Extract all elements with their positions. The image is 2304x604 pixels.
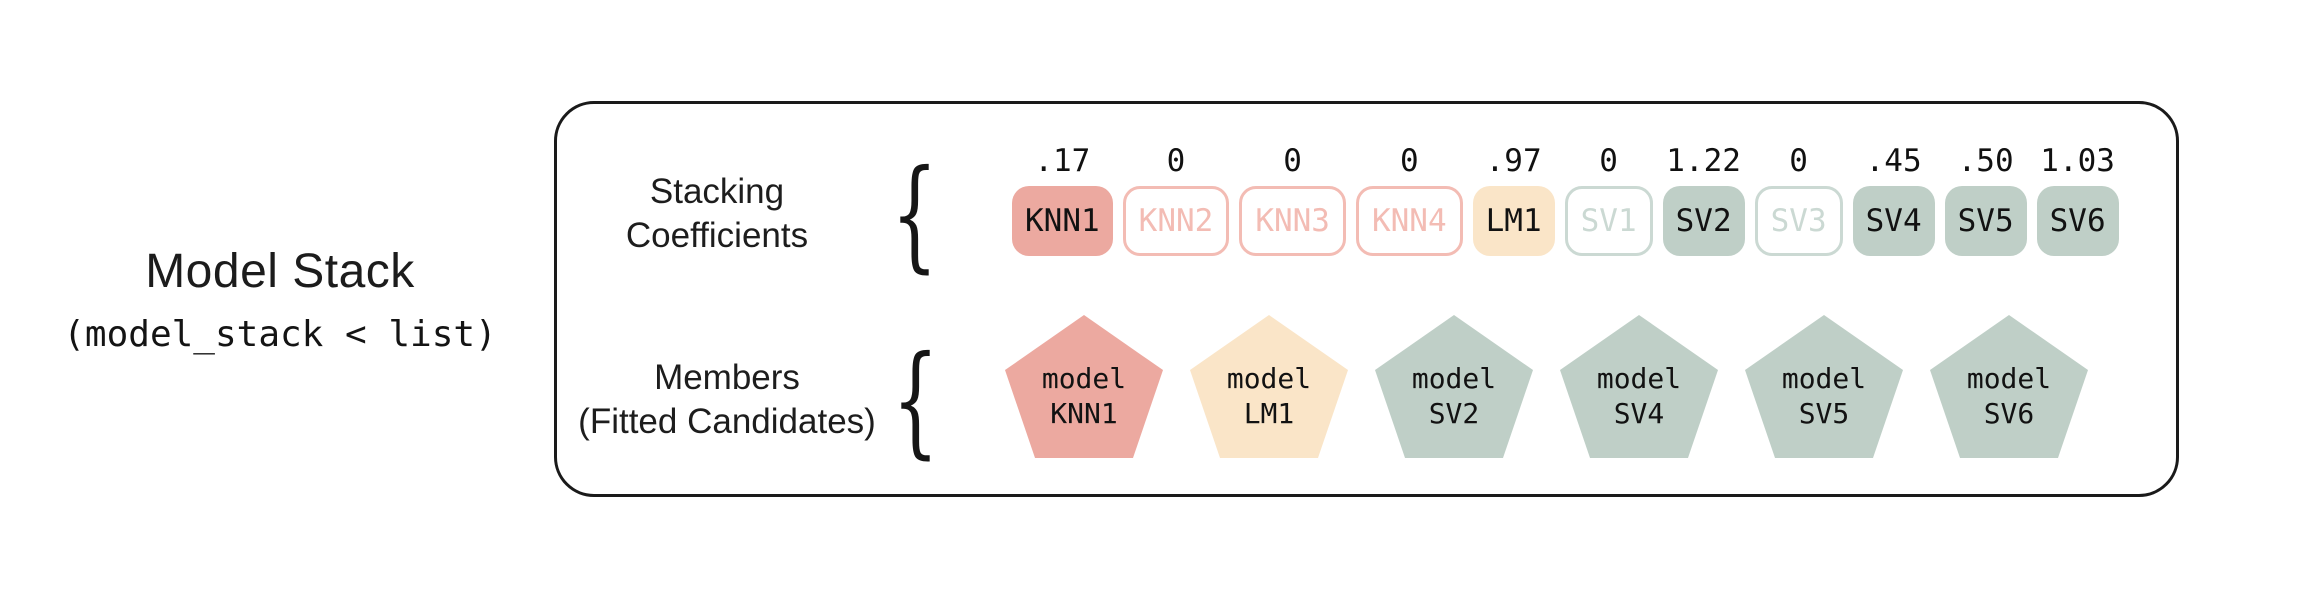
members-brace: { <box>892 331 939 472</box>
member-pentagon-id: SV5 <box>1798 396 1850 430</box>
candidate-chip-lm1: LM1 <box>1472 186 1555 256</box>
stacking-coefficient-value: 1.22 <box>1666 143 1741 179</box>
member-pentagon-word: model <box>1596 361 1682 395</box>
member-pentagon-id: KNN1 <box>1050 396 1118 430</box>
member-pentagon-word: model <box>1226 361 1312 395</box>
candidate-chip-knn3: KNN3 <box>1239 186 1346 256</box>
stacking-coefficient-value: 1.03 <box>2040 143 2115 179</box>
coefficients-brace: { <box>891 145 938 286</box>
members-label: Members (Fitted Candidates) <box>557 356 897 444</box>
stacking-coefficient-value: .97 <box>1485 143 1542 179</box>
stacking-coefficient-value: 0 <box>1789 143 1808 179</box>
candidate-chip-knn1: KNN1 <box>1012 186 1113 256</box>
candidate-chip-knn4: KNN4 <box>1355 186 1463 256</box>
candidate-chip-sv4: SV4 <box>1852 186 1935 256</box>
member-pentagon-word: model <box>1781 361 1867 395</box>
stacking-coefficients-label: Stacking Coefficients <box>547 170 887 258</box>
candidate-chip-sv2: SV2 <box>1662 186 1745 256</box>
candidate-chip-sv5: SV5 <box>1944 186 2027 256</box>
stacking-coefficient-value: 0 <box>1283 143 1302 179</box>
member-pentagon-id: SV4 <box>1613 396 1665 430</box>
members-label-line2: (Fitted Candidates) <box>578 402 876 441</box>
stacking-coefficient-value: .45 <box>1865 143 1922 179</box>
candidate-chip-sv6: SV6 <box>2036 186 2119 256</box>
member-pentagon-id: LM1 <box>1243 396 1295 430</box>
candidate-chip-knn2: KNN2 <box>1122 186 1230 256</box>
stacking-coefficient-value: 0 <box>1166 143 1186 179</box>
caption-code-annotation: (model_stack < list) <box>63 314 497 355</box>
stacking-coefficients-label-line2: Coefficients <box>625 216 809 255</box>
stacking-coefficient-value: .17 <box>1034 143 1091 179</box>
diagram-caption: Model Stack (model_stack < list) <box>40 246 520 356</box>
stacking-coefficients-label-line1: Stacking <box>649 172 785 211</box>
member-pentagon-id: SV6 <box>1983 396 2035 430</box>
member-pentagon-word: model <box>1411 361 1497 395</box>
member-pentagon-word: model <box>1041 361 1127 395</box>
stacking-coefficient-value: .50 <box>1957 143 2014 179</box>
stacking-coefficient-value: 0 <box>1599 143 1618 179</box>
candidate-chip-sv3: SV3 <box>1754 186 1843 256</box>
member-pentagon-id: SV2 <box>1428 396 1480 430</box>
members-label-line1: Members <box>654 358 800 397</box>
caption-title: Model Stack <box>145 245 415 298</box>
candidate-chip-sv1: SV1 <box>1564 186 1653 256</box>
stacking-coefficient-value: 0 <box>1399 143 1419 179</box>
member-pentagon-word: model <box>1966 361 2052 395</box>
